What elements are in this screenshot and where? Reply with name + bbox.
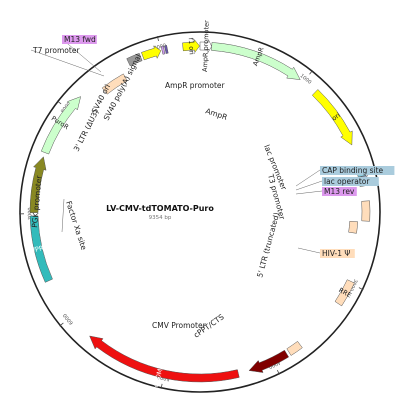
label-group-lac-operator: lac operator (322, 177, 379, 186)
tick-label-1000: 1000 (299, 73, 313, 86)
feature-cmv-promoter (248, 349, 290, 373)
leader-m13-fwd (61, 38, 102, 73)
label-t7-promoter: T7 promoter (32, 46, 80, 55)
leader-hiv-psi (297, 247, 321, 254)
feature-f1-ori (182, 38, 200, 54)
feature-hiv-psi (348, 220, 358, 234)
label-group-t7-promoter: T7 promoter (32, 46, 80, 55)
label-box-lac-operator (322, 177, 379, 186)
label-group-pgk-promoter: PGK promoter (30, 174, 44, 228)
tick-mark-3000 (358, 287, 364, 291)
tick-mark-5000 (160, 383, 163, 389)
feature-tdtomato (89, 335, 240, 383)
label-group-factor-xa: Factor Xa site (64, 200, 88, 252)
label-lac-operator: lac operator (324, 177, 370, 186)
label-five-ltr: 5' LTR (truncated) (255, 211, 281, 278)
tick-mark-8000 (56, 100, 62, 105)
map-size: 9354 bp (149, 215, 172, 221)
label-ampr-promoter: AmpR promoter (165, 81, 226, 90)
label-group-cmv-promoter: CMV Promoter (152, 321, 207, 330)
feature-rre (334, 279, 355, 307)
feature-wpre (29, 215, 53, 283)
label-three-ltr: 3' LTR (ΔU3) (72, 108, 101, 153)
label-box-m13-fwd (62, 35, 97, 44)
label-group-five-ltr: 5' LTR (truncated) (255, 211, 281, 278)
feature-sv40-ori (141, 45, 162, 61)
label-group-hiv-psi: HIV-1 Ψ (320, 249, 355, 258)
tick-mark-9000 (156, 35, 159, 42)
feature-label-ampr-promoter: AmpR promoter (201, 20, 211, 72)
feature-pgk-promoter (29, 156, 47, 213)
label-pgk-promoter: PGK promoter (30, 174, 44, 228)
label-m13-rev: M13 rev (324, 187, 355, 196)
feature-ampr-promoter (199, 39, 212, 53)
label-cmv-promoter: CMV Promoter (152, 321, 207, 330)
feature-label-ori: ori (330, 111, 342, 123)
label-box-m13-rev (322, 187, 357, 196)
feature-puror (40, 96, 82, 155)
label-group-three-ltr: 3' LTR (ΔU3) (72, 108, 101, 153)
tick-label-9000: 9000 (153, 43, 167, 52)
label-m13-fwd: M13 fwd (64, 35, 96, 44)
label-group-cap-binding-site: CAP binding site (320, 166, 395, 175)
leader-t7-promoter (30, 49, 105, 77)
label-group-ampr-promoter: AmpR promoter (165, 81, 226, 90)
feature-sv40-polya (126, 52, 143, 67)
leader-m13-rev (295, 190, 323, 195)
leader-cap-binding-site (295, 169, 321, 187)
feature-ampr (211, 42, 301, 80)
label-group-m13-fwd: M13 fwd (62, 35, 97, 44)
tick-mark-6000 (59, 322, 64, 327)
tick-label-7000: 7000 (27, 207, 33, 220)
label-leader-lines (30, 38, 323, 254)
label-group-m13-rev: M13 rev (322, 187, 357, 196)
label-hiv-psi: HIV-1 Ψ (322, 249, 350, 258)
plasmid-backbone (19, 31, 381, 393)
feature-three-ltr (101, 73, 128, 95)
leader-lac-operator (295, 180, 323, 191)
map-title: LV-CMV-tdTOMATO-Puro (106, 204, 214, 213)
feature-ori (311, 89, 353, 146)
feature-five-ltr (361, 200, 371, 222)
tick-label-6000: 6000 (62, 312, 75, 326)
label-factor-xa: Factor Xa site (64, 200, 88, 252)
leader-factor-xa (61, 198, 65, 233)
label-ampr: AmpR (204, 106, 228, 121)
label-cap-binding-site: CAP binding site (322, 166, 384, 175)
feature-m13-fwd-bar (164, 45, 169, 54)
feature-label-f1-ori: f1 ori (187, 38, 196, 56)
feature-t7-promoter-bar (160, 45, 166, 55)
label-box-cap-binding-site (320, 166, 395, 175)
label-group-ampr: AmpR (204, 106, 228, 121)
tick-mark-4000 (276, 369, 280, 375)
tick-mark-1000 (309, 70, 313, 75)
feature-cppt-cts (286, 340, 303, 356)
label-box-hiv-psi (320, 249, 355, 258)
